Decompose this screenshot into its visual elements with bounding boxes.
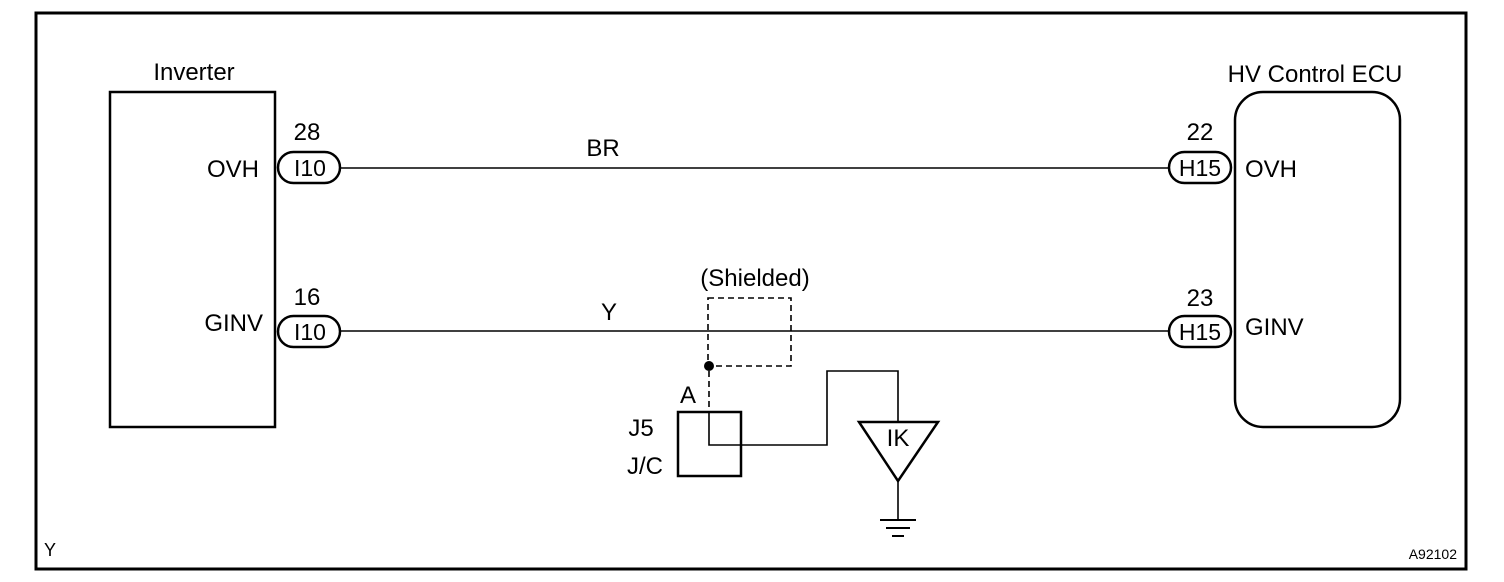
shield-drain-dot <box>704 361 714 371</box>
inverter-title: Inverter <box>153 59 234 86</box>
junction-type: J/C <box>627 453 663 480</box>
pin-number: 23 <box>1187 285 1214 312</box>
connector-id: I10 <box>294 319 326 345</box>
junction-to-ground-wire <box>708 370 899 446</box>
connector-oval <box>1167 314 1233 349</box>
pin-number: 22 <box>1187 119 1214 146</box>
wire-color-br: BR <box>586 135 619 162</box>
connector-id: H15 <box>1179 319 1221 345</box>
pin-number: 28 <box>294 119 321 146</box>
shield-label: (Shielded) <box>700 265 809 292</box>
pin-number: 16 <box>294 284 321 311</box>
diagram-frame <box>34 11 1468 571</box>
ground-label: IK <box>887 425 910 452</box>
ecu-box <box>1233 90 1402 429</box>
figure-code: A92102 <box>1409 546 1457 562</box>
ecu-component: HV Control ECU OVH GINV <box>1228 61 1403 429</box>
junction-connector: A J5 J/C <box>627 370 899 480</box>
connector-oval <box>1167 150 1233 185</box>
ecu-terminal-ginv: GINV <box>1245 314 1304 341</box>
shield-outline <box>707 297 792 367</box>
shield: (Shielded) <box>700 265 810 412</box>
connector-id: H15 <box>1179 155 1221 181</box>
ground-point: IK <box>856 420 941 537</box>
inverter-component: Inverter OVH GINV <box>108 59 277 429</box>
ecu-connector-ovh: 22 H15 <box>1167 119 1233 185</box>
junction-point-label: A <box>680 382 696 409</box>
wire-color-y: Y <box>601 299 617 326</box>
inverter-connector-ovh: 28 I10 <box>276 119 342 185</box>
ground-triangle <box>856 420 941 484</box>
inverter-terminal-ginv: GINV <box>204 310 263 337</box>
connector-id: I10 <box>294 155 326 181</box>
junction-id: J5 <box>628 415 653 442</box>
ecu-title: HV Control ECU <box>1228 61 1403 88</box>
inverter-connector-ginv: 16 I10 <box>276 284 342 349</box>
inverter-box <box>108 90 277 429</box>
ecu-terminal-ovh: OVH <box>1245 156 1297 183</box>
footer-left-label: Y <box>44 540 56 560</box>
inverter-terminal-ovh: OVH <box>207 156 259 183</box>
ecu-connector-ginv: 23 H15 <box>1167 285 1233 349</box>
